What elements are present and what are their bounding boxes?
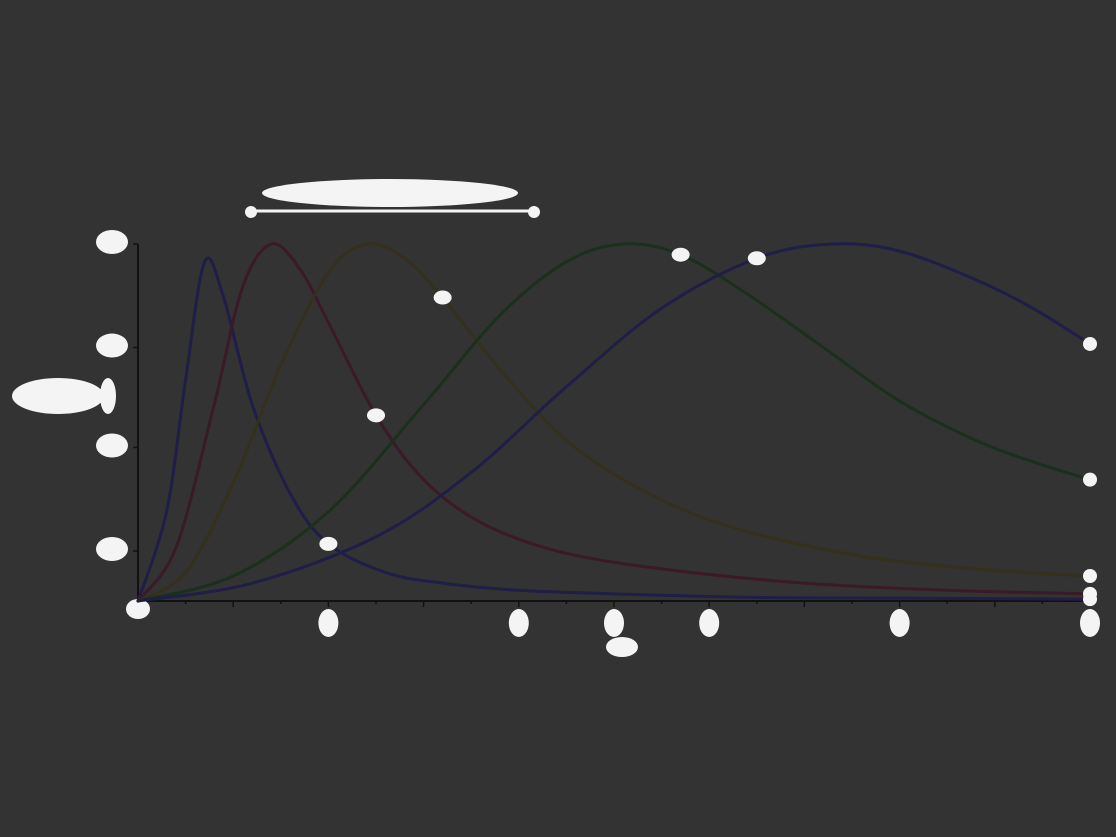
title-scribble bbox=[262, 179, 518, 207]
x-tick-label-mark bbox=[318, 609, 339, 637]
y-tick-label-mark bbox=[96, 433, 128, 458]
title-mark-right bbox=[528, 206, 540, 218]
series-line-3 bbox=[136, 242, 1092, 603]
y-tick-label-mark bbox=[96, 230, 128, 254]
title-mark-left bbox=[245, 206, 257, 218]
series-line-5 bbox=[136, 242, 1092, 603]
y-axis-label-mark-2 bbox=[100, 378, 116, 414]
series-group bbox=[136, 242, 1092, 603]
series-line-4 bbox=[136, 242, 1092, 603]
x-tick-label-mark bbox=[126, 599, 150, 619]
x-tick-label-mark bbox=[1080, 609, 1100, 637]
series-line-2 bbox=[136, 242, 1092, 603]
y-tick-label-mark bbox=[96, 537, 128, 562]
ticks bbox=[96, 230, 1100, 657]
x-tick-label-mark bbox=[604, 609, 624, 637]
y-axis-label-mark bbox=[12, 378, 104, 414]
series-end-marker-4 bbox=[1083, 472, 1097, 487]
x-axis-label-mark bbox=[606, 637, 638, 657]
series-end-marker-5 bbox=[1083, 336, 1097, 351]
x-tick-label-mark bbox=[889, 609, 910, 637]
y-tick-label-mark bbox=[96, 333, 128, 358]
chart-title bbox=[245, 179, 540, 218]
x-tick-label-mark bbox=[508, 609, 529, 637]
series-mid-marker-4 bbox=[671, 247, 690, 262]
y-axis-label bbox=[12, 378, 116, 414]
series-mid-marker-2 bbox=[367, 408, 385, 423]
series-end-marker-3 bbox=[1083, 569, 1097, 584]
series-end-marker-2 bbox=[1083, 586, 1097, 601]
series-mid-marker-1 bbox=[319, 536, 338, 551]
series-mid-marker-5 bbox=[747, 251, 766, 266]
curve-markers bbox=[319, 247, 1097, 607]
series-mid-marker-3 bbox=[433, 290, 452, 305]
x-tick-label-mark bbox=[699, 609, 720, 637]
